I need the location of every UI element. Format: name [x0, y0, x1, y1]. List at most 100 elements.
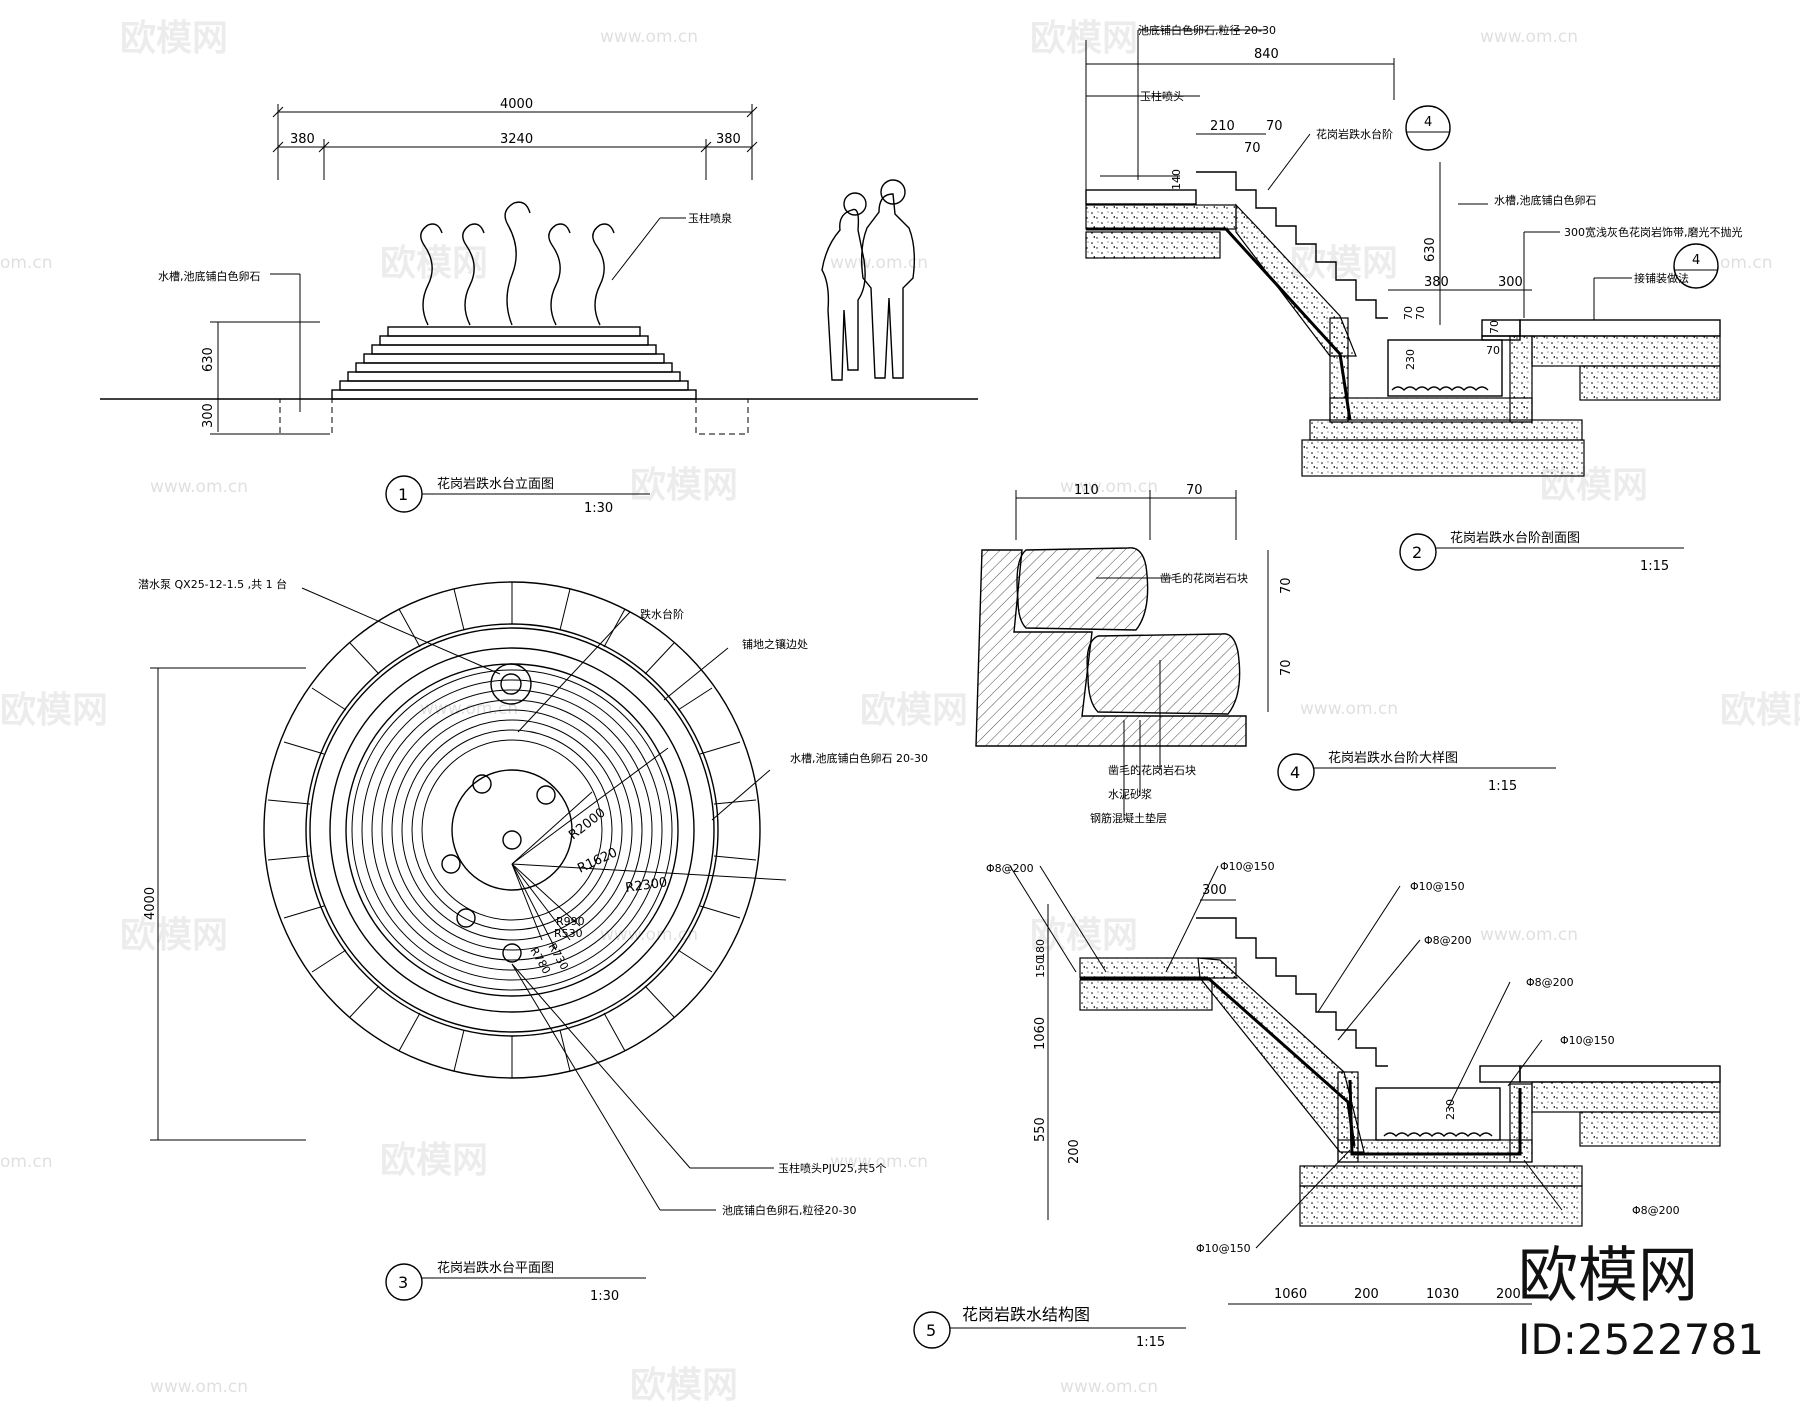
- dim-1060v: 1060: [1033, 1017, 1048, 1050]
- watermark-brand: 欧模网: [380, 1140, 488, 1181]
- dim-230: 230: [1444, 1099, 1457, 1120]
- label-stone2: 凿毛的花岗岩石块: [1108, 763, 1196, 777]
- watermark-brand: 欧模网: [1290, 243, 1398, 284]
- watermark-url: www.om.cn: [150, 477, 248, 497]
- dim-110: 110: [1074, 483, 1099, 498]
- rebar-h: Φ10@150: [1196, 1242, 1251, 1255]
- dim-70: 70: [1186, 483, 1203, 498]
- dim-70c: 70: [1402, 306, 1415, 320]
- rebar-g: Φ8@200: [1632, 1204, 1680, 1217]
- watermark-url: www.om.cn: [150, 1377, 248, 1397]
- dim-70d: 70: [1414, 306, 1427, 320]
- watermark-brand: 欧模网: [380, 243, 488, 284]
- view2-section: 840 210 70 70 140 630 380 300 70 70 230 …: [1085, 23, 1743, 574]
- view-number-circle: [1399, 533, 1437, 571]
- radius-lines: [511, 747, 787, 951]
- brand-logo: 欧模网: [1518, 1241, 1698, 1311]
- watermark-url: www.om.cn: [1060, 477, 1158, 497]
- brand-id: ID:2522781: [1518, 1315, 1764, 1364]
- watermark-brand: 欧模网: [0, 690, 108, 731]
- watermark-url: om.cn: [0, 1152, 53, 1172]
- watermark-brand: 欧模网: [120, 18, 228, 59]
- watermark-url: www.om.cn: [1300, 699, 1398, 719]
- watermark-url: om.cn: [1720, 253, 1773, 273]
- dim-70b: 70: [1244, 141, 1261, 156]
- dim-210: 210: [1210, 119, 1235, 134]
- watermark-brand: 欧模网: [1030, 18, 1138, 59]
- label-pump: 潜水泵 QX25-12-1.5 ,共 1 台: [138, 577, 287, 591]
- label-pebble: 池底铺白色卵石,粒径20-30: [722, 1203, 856, 1217]
- dim-70f: 70: [1486, 344, 1500, 357]
- dim-mid: 3240: [500, 132, 533, 147]
- brand-badge: 欧模网 ID:2522781: [1518, 1241, 1764, 1364]
- watermark-url: www.om.cn: [600, 27, 698, 47]
- dim-diameter: 4000: [143, 887, 158, 920]
- dim-380: 380: [1424, 275, 1449, 290]
- callout-num: 4: [1692, 253, 1700, 268]
- watermark-url: www.om.cn: [1480, 925, 1578, 945]
- dim-r2300: R2300: [624, 875, 668, 896]
- rebar-f: Φ10@150: [1560, 1034, 1615, 1047]
- label-trough: 水槽,池底铺白色卵石: [158, 269, 261, 283]
- view-title: 花岗岩跌水台平面图: [437, 1260, 554, 1276]
- detail-callout: [1405, 105, 1451, 151]
- view-scale: 1:15: [1488, 779, 1517, 794]
- view-scale: 1:15: [1640, 559, 1669, 574]
- dim-h1: 630: [201, 347, 216, 372]
- label-edge: 铺地之镶边处: [742, 637, 808, 651]
- dim-70e: 70: [1488, 320, 1501, 334]
- label-nozzle: 玉柱喷泉: [688, 211, 732, 225]
- label-paving: 接铺装做法: [1634, 271, 1689, 285]
- watermark-url: www.om.cn: [600, 925, 698, 945]
- rebar-d: Φ8@200: [1424, 934, 1472, 947]
- view-number: 3: [398, 1273, 408, 1292]
- watermark-url: www.om.cn: [830, 1152, 928, 1172]
- watermark-url: www.om.cn: [1480, 27, 1578, 47]
- view-title: 花岗岩跌水台阶大样图: [1328, 750, 1458, 766]
- dim-200v: 200: [1067, 1139, 1082, 1164]
- watermark-url: www.om.cn: [830, 253, 928, 273]
- watermark-url: www.om.cn: [420, 699, 518, 719]
- dim-180: 180: [1034, 939, 1047, 960]
- view-number: 2: [1412, 543, 1422, 562]
- granite-block-upper: [1016, 547, 1149, 631]
- callout-num: 4: [1424, 115, 1432, 130]
- dim-230: 230: [1404, 349, 1417, 370]
- dim-r990: R990: [556, 915, 585, 928]
- dim-70b: 70: [1279, 659, 1294, 676]
- label-band: 300宽浅灰色花岗岩饰带,磨光不抛光: [1564, 225, 1743, 239]
- rebar-b: Φ10@150: [1220, 860, 1275, 873]
- dim-630: 630: [1423, 237, 1438, 262]
- view3-plan: R2000 R1620 R2300 R990 R530 R780 R730 40…: [138, 577, 928, 1304]
- view-scale: 1:15: [1136, 1335, 1165, 1350]
- watermark-brand: 欧模网: [630, 1365, 738, 1406]
- dim-300: 300: [1202, 883, 1227, 898]
- dim-r530: R530: [554, 927, 583, 940]
- watermark-url: www.om.cn: [1060, 1377, 1158, 1397]
- dim-total: 4000: [500, 97, 533, 112]
- label-concrete: 钢筋混凝土垫层: [1090, 811, 1167, 825]
- stair-steps: [1196, 171, 1388, 319]
- dim-b1060: 1060: [1274, 1287, 1307, 1302]
- rebar-a: Φ8@200: [986, 862, 1034, 875]
- dim-300: 300: [1498, 275, 1523, 290]
- label-pebble: 池底铺白色卵石,粒径 20-30: [1138, 23, 1276, 37]
- dim-left: 380: [290, 132, 315, 147]
- detail-callout: [1673, 243, 1719, 289]
- view4-detail: 110 70 70 70 凿毛的花岗岩石块 凿毛的花岗岩石块 水泥砂浆 钢筋混凝…: [975, 483, 1556, 825]
- view-title: 花岗岩跌水台立面图: [437, 476, 554, 492]
- view-number: 5: [926, 1321, 936, 1340]
- dim-right: 380: [716, 132, 741, 147]
- dim-550: 550: [1033, 1117, 1048, 1142]
- label-mortar: 水泥砂浆: [1108, 787, 1152, 801]
- watermark-brand: 欧模网: [860, 690, 968, 731]
- view-title: 花岗岩跌水结构图: [962, 1305, 1090, 1324]
- watermark-url: om.cn: [0, 253, 53, 273]
- dim-b200b: 200: [1496, 1287, 1521, 1302]
- stepped-base: [331, 326, 697, 400]
- watermark-brand: 欧模网: [1720, 690, 1800, 731]
- nozzle-circles: [441, 774, 556, 963]
- dim-70a: 70: [1266, 119, 1283, 134]
- jet-fountains: [420, 201, 615, 326]
